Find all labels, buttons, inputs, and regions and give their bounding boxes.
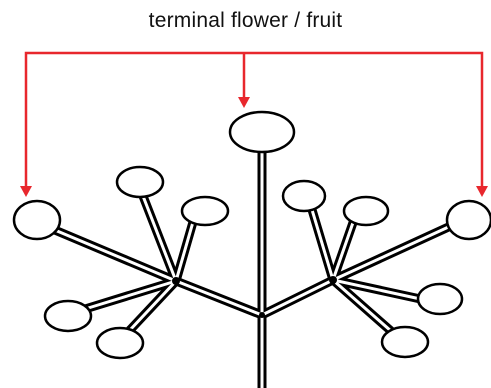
terminal-flower-left [12,199,62,241]
right-umbel-node [329,276,337,284]
right-arrowhead [476,186,488,197]
flowers [12,110,491,360]
flower-left-2 [180,195,230,227]
bracket-line [24,51,484,190]
flower-left-4 [95,326,145,360]
center-arrowhead [238,97,250,108]
flower-right-1 [281,179,327,213]
flower-right-4 [380,325,430,359]
flower-right-2 [342,195,390,227]
terminal-flower-right [445,199,491,241]
left-arrowhead [20,186,32,197]
left-umbel-node [172,277,180,285]
stems-inner [48,150,457,388]
terminal-flower-center [228,110,296,154]
flower-left-1 [115,165,165,199]
main-branch-node [259,312,265,318]
flower-left-3 [43,299,93,333]
terminal-bracket [24,51,484,190]
flower-right-3 [416,282,464,316]
terminal-flower-fruit-label: terminal flower / fruit [148,9,343,32]
